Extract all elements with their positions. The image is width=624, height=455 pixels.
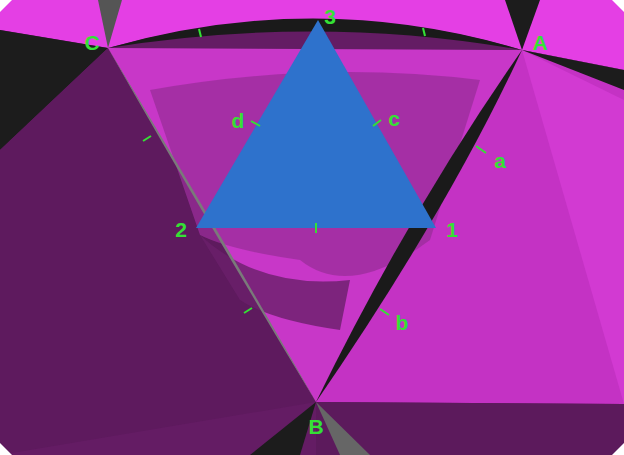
point-label: b (396, 312, 409, 333)
point-label: C (84, 32, 99, 53)
point-label: 2 (175, 219, 187, 240)
point-label: A (532, 32, 547, 53)
point-label: d (232, 110, 245, 131)
point-label: 3 (324, 6, 336, 27)
point-label: a (494, 150, 506, 171)
point-label: c (388, 108, 400, 129)
point-label: B (308, 416, 323, 437)
point-label: 1 (446, 219, 458, 240)
